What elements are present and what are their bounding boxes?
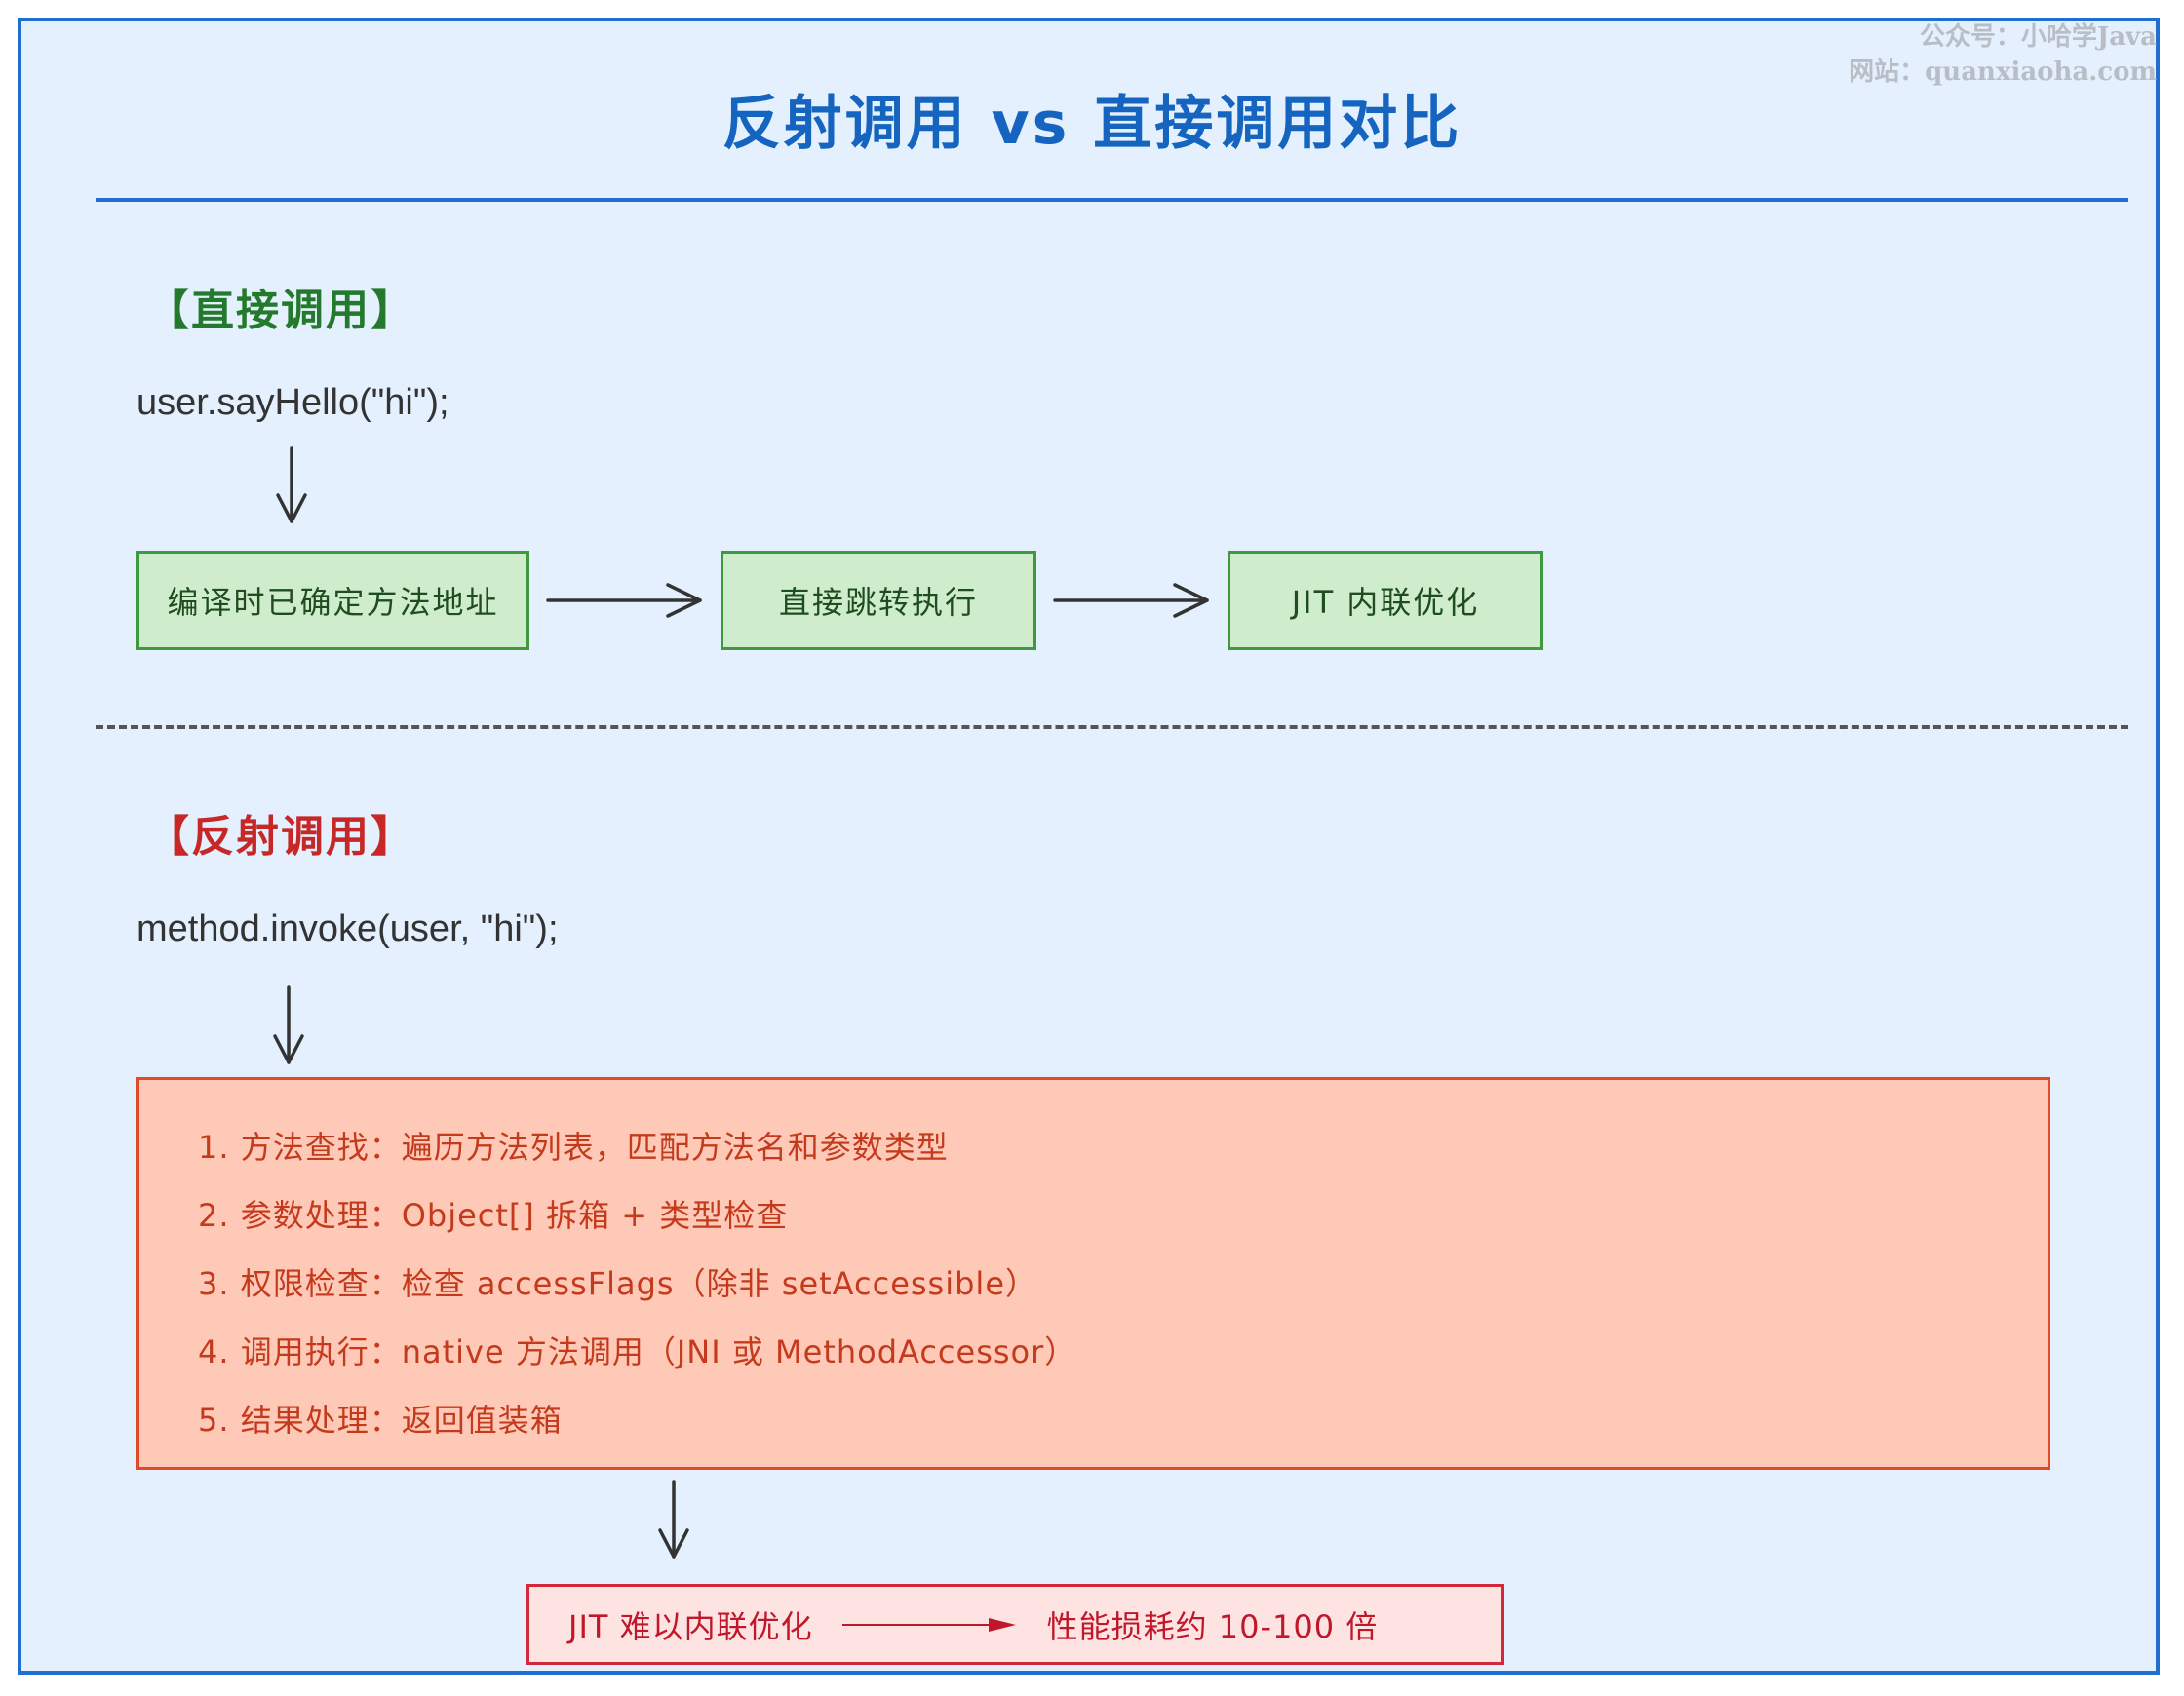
watermark-line-1: 公众号：小哈学Java	[1919, 22, 2157, 52]
reflect-step-3: 3. 权限检查：检查 accessFlags（除非 setAccessible）	[198, 1265, 1038, 1302]
reflect-steps-box: 1. 方法查找：遍历方法列表，匹配方法名和参数类型 2. 参数处理：Object…	[136, 1077, 2050, 1470]
reflect-step-5: 5. 结果处理：返回值装箱	[198, 1402, 563, 1439]
reflect-call-code: method.invoke(user, "hi");	[136, 908, 559, 949]
reflect-step-4: 4. 调用执行：native 方法调用（JNI 或 MethodAccessor…	[198, 1333, 1077, 1370]
direct-step-box-2: 直接跳转执行	[721, 551, 1036, 650]
direct-step-box-1: 编译时已确定方法地址	[136, 551, 529, 650]
reflect-result-right: 性能损耗约 10-100 倍	[1046, 1607, 1379, 1645]
reflect-step-2: 2. 参数处理：Object[] 拆箱 + 类型检查	[198, 1197, 789, 1234]
reflect-step-1: 1. 方法查找：遍历方法列表，匹配方法名和参数类型	[198, 1129, 949, 1166]
direct-step-box-3: JIT 内联优化	[1228, 551, 1543, 650]
reflect-result-box: JIT 难以内联优化 性能损耗约 10-100 倍	[526, 1584, 1504, 1665]
reflect-call-heading: 【反射调用】	[146, 812, 415, 862]
watermark: 公众号：小哈学Java 网站：quanxiaoha.com	[1849, 19, 2157, 90]
title-underline	[96, 198, 2128, 202]
watermark-line-2: 网站：quanxiaoha.com	[1849, 58, 2157, 87]
direct-call-code: user.sayHello("hi");	[136, 382, 449, 423]
reflect-result-left: JIT 难以内联优化	[568, 1607, 813, 1645]
section-divider	[96, 725, 2128, 729]
diagram-title: 反射调用 vs 直接调用对比	[722, 90, 1462, 158]
direct-call-heading: 【直接调用】	[146, 286, 415, 335]
result-arrow-icon	[841, 1617, 1016, 1632]
